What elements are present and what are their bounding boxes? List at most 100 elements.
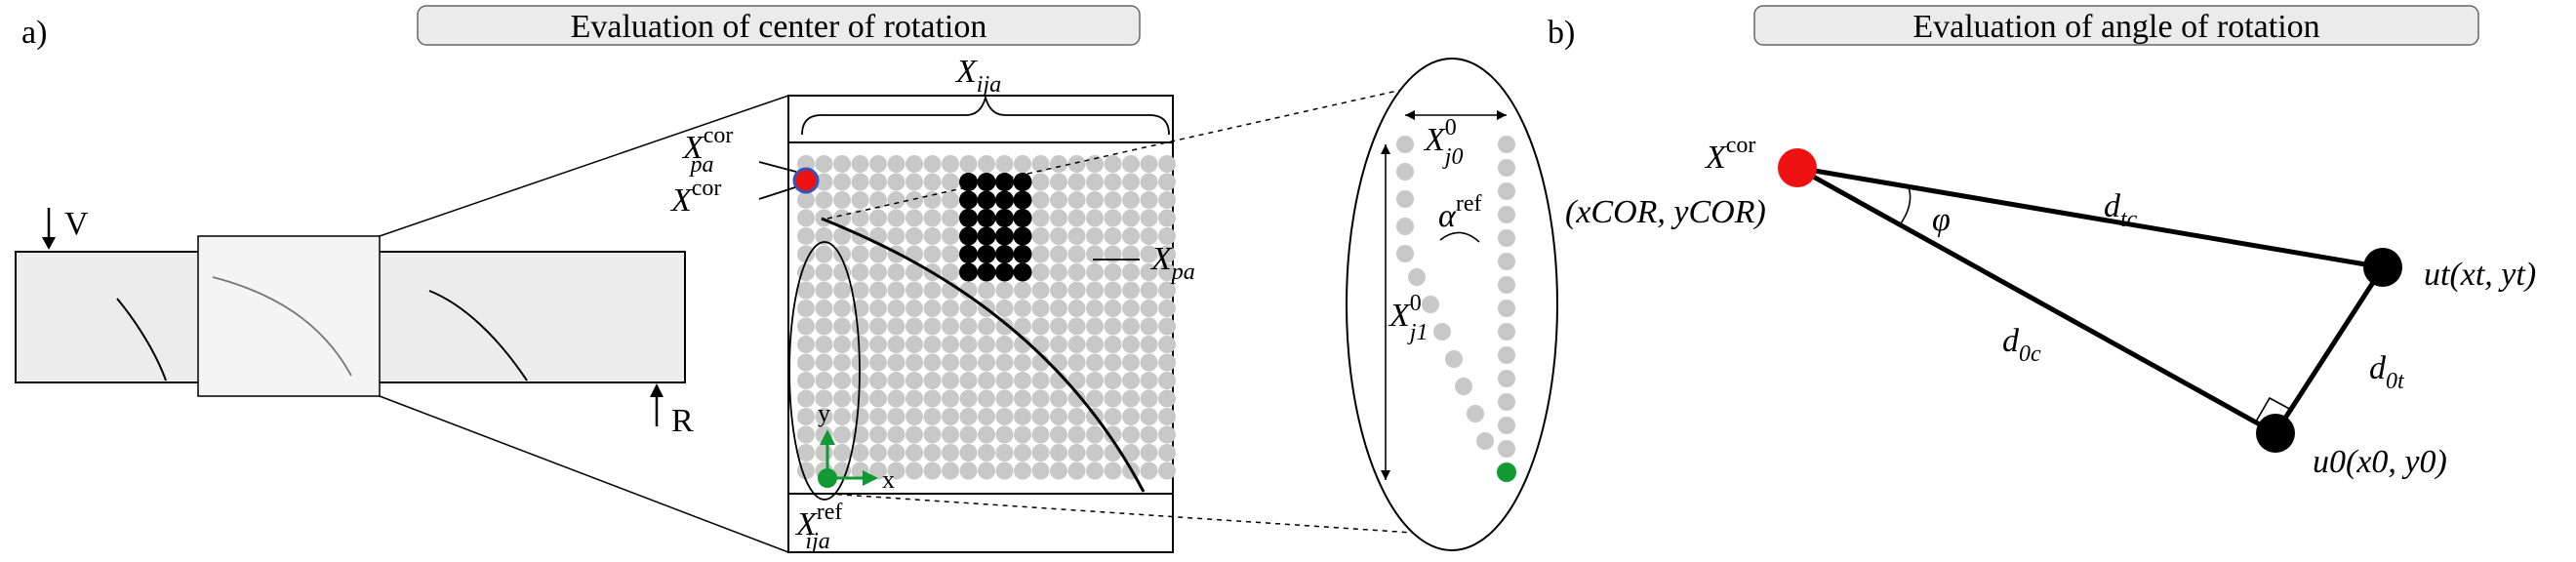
grid-dot [815, 317, 833, 336]
grid-dot [1086, 173, 1104, 191]
grid-dot [887, 317, 906, 336]
grid-dot [1158, 336, 1176, 353]
grid-dot [1158, 173, 1176, 191]
grid-dot [923, 336, 942, 353]
grid-dot [1014, 462, 1031, 480]
grid-dot [1050, 245, 1067, 263]
grid-dot [1122, 263, 1140, 281]
grid-dot [942, 227, 959, 245]
grid-dot [942, 155, 959, 173]
grid-dot [1050, 408, 1067, 425]
grid-dot [1104, 425, 1122, 444]
grid-dot [1158, 425, 1176, 444]
grid-dot [942, 191, 959, 209]
grid-dot [1122, 155, 1140, 173]
grid-dot [942, 263, 959, 281]
grid-dot [1031, 209, 1050, 227]
grid-dot-black [995, 209, 1014, 227]
grid-dot [995, 300, 1014, 317]
grid-dot [906, 444, 923, 462]
grid-dot [815, 444, 833, 462]
grid-dot [995, 317, 1014, 336]
grid-dot [815, 372, 833, 389]
grid-dot [1067, 209, 1086, 227]
grid-dot [978, 155, 995, 173]
grid-dot [833, 336, 851, 353]
grid-dot [995, 372, 1014, 389]
grid-dot [851, 281, 869, 300]
grid-dot [887, 444, 906, 462]
grid-dot [1104, 462, 1122, 480]
grid-dot [815, 300, 833, 317]
grid-dot [1050, 425, 1067, 444]
grid-dot [833, 300, 851, 317]
grid-dot [1104, 155, 1122, 173]
grid-dot [1104, 191, 1122, 209]
grid-dot [833, 227, 851, 245]
grid-dot [869, 155, 887, 173]
grid-dot [923, 191, 942, 209]
grid-dot-black [1013, 226, 1032, 246]
grid-dot [923, 227, 942, 245]
grid-dot [1067, 353, 1086, 372]
grid-dot [906, 462, 923, 480]
grid-dot [1158, 408, 1176, 425]
grid-dot [959, 336, 978, 353]
grid-dot [1050, 389, 1067, 408]
connector-top [379, 95, 789, 237]
grid-dot [851, 444, 869, 462]
grid-dot [833, 155, 851, 173]
grid-dot [1104, 408, 1122, 425]
grid-dot [1140, 389, 1158, 408]
grid-dot [1067, 372, 1086, 389]
phi-arc [1898, 186, 1912, 227]
grid-dot [1122, 372, 1140, 389]
grid-dot [959, 300, 978, 317]
x-ija-label: Xija [954, 54, 1001, 98]
grid-dot [869, 245, 887, 263]
grid-dot [887, 372, 906, 389]
grid-dot [1104, 389, 1122, 408]
grid-dot [851, 155, 869, 173]
grid-dot [1122, 245, 1140, 263]
grid-dot [1140, 353, 1158, 372]
grid-dot [959, 317, 978, 336]
grid-dot [1086, 263, 1104, 281]
grid-dot-black [959, 262, 978, 282]
zoom-dot [1396, 190, 1414, 208]
grid-dot [1140, 462, 1158, 480]
panel-a-label: a) [21, 15, 47, 51]
grid-dot-black [995, 173, 1014, 191]
grid-dot [1067, 263, 1086, 281]
alpha-arc [1439, 231, 1480, 243]
grid-dot [978, 444, 995, 462]
grid-dot-black [1013, 190, 1032, 210]
grid-dot [906, 372, 923, 389]
grid-dot [959, 425, 978, 444]
grid-dot [1140, 336, 1158, 353]
grid-dot-black [977, 226, 996, 246]
grid-dot [978, 353, 995, 372]
grid-dot [923, 155, 942, 173]
grid-dot [1140, 263, 1158, 281]
grid-dot [1122, 353, 1140, 372]
grid-dot [1140, 155, 1158, 173]
grid-dot [797, 444, 815, 462]
grid-dot [887, 191, 906, 209]
beam-crack-right [428, 290, 528, 381]
grid-dot [1158, 353, 1176, 372]
grid-dot [1158, 317, 1176, 336]
grid-dot [1067, 408, 1086, 425]
grid-dot [1067, 281, 1086, 300]
grid-dot [1031, 227, 1050, 245]
grid-dot-black [977, 262, 996, 282]
zoom-dot [1476, 432, 1494, 450]
grid-dot [995, 425, 1014, 444]
grid-dot [923, 444, 942, 462]
u-0-point [2256, 414, 2295, 453]
grid-dot [1031, 245, 1050, 263]
grid-dot [1140, 191, 1158, 209]
cor-point-b [1778, 148, 1817, 187]
